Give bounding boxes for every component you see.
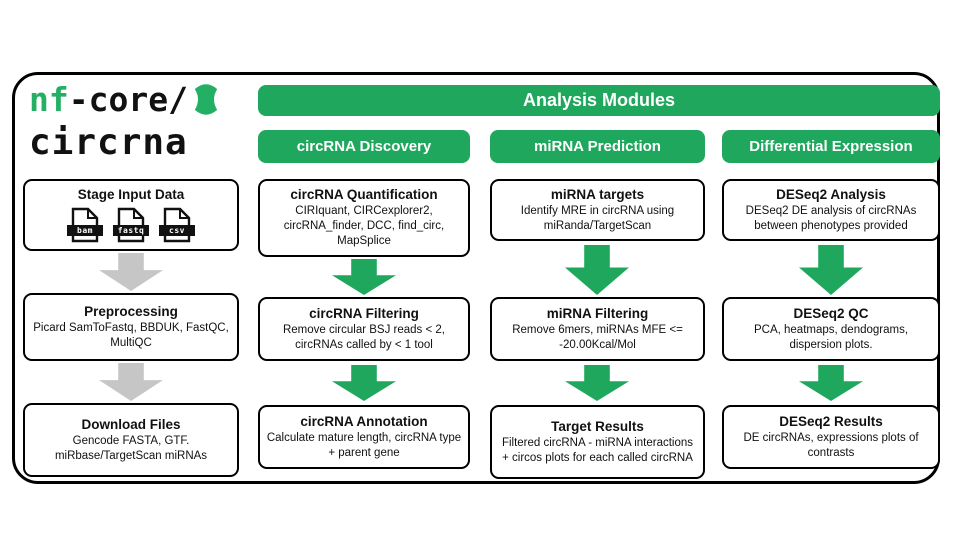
box-body: PCA, heatmaps, dendograms, dispersion pl… xyxy=(753,323,909,351)
flow-arrow xyxy=(99,253,163,291)
box-title: Target Results xyxy=(551,418,644,434)
column-header-mirna-prediction: miRNA Prediction xyxy=(490,130,705,163)
logo-circrna: circrna xyxy=(29,122,188,163)
mirna-targets-box: miRNA targets Identify MRE in circRNA us… xyxy=(490,179,705,241)
column-header-circrna-discovery: circRNA Discovery xyxy=(258,130,470,163)
input-file-icons: bam fastq csv xyxy=(31,207,231,243)
flow-arrow xyxy=(332,365,396,401)
download-files-title: Download Files xyxy=(81,416,181,432)
nf-core-logo: nf-core/ circrna xyxy=(29,83,222,161)
apple-core-icon xyxy=(190,81,222,123)
preprocessing-body: Picard SamToFastq, BBDUK, FastQC, MultiQ… xyxy=(33,321,229,349)
box-body: DESeq2 DE analysis of circRNAs between p… xyxy=(745,204,917,232)
fastq-file-icon: fastq xyxy=(113,207,149,243)
circrna-quantification-box: circRNA Quantification CIRIquant, CIRCex… xyxy=(258,179,470,257)
box-title: DESeq2 Analysis xyxy=(776,186,886,202)
bam-file-label: bam xyxy=(67,225,103,236)
box-body: Filtered circRNA - miRNA interactions + … xyxy=(501,436,694,464)
column-header-differential-expression: Differential Expression xyxy=(722,130,940,163)
box-body: CIRIquant, CIRCexplorer2, circRNA_finder… xyxy=(283,205,445,247)
mirna-filtering-box: miRNA Filtering Remove 6mers, miRNAs MFE… xyxy=(490,297,705,361)
box-title: circRNA Quantification xyxy=(290,187,438,203)
flow-arrow xyxy=(565,365,629,401)
fastq-file-label: fastq xyxy=(113,225,149,236)
analysis-modules-header: Analysis Modules xyxy=(258,85,940,116)
bam-file-icon: bam xyxy=(67,207,103,243)
box-title: DESeq2 Results xyxy=(779,413,883,429)
circrna-annotation-box: circRNA Annotation Calculate mature leng… xyxy=(258,405,470,469)
logo-line-1: nf-core/ xyxy=(29,83,222,123)
flow-arrow xyxy=(565,245,629,295)
box-body: DE circRNAs, expressions plots of contra… xyxy=(743,431,919,459)
pipeline-diagram: nf-core/ circrna Stage Input Data bam xyxy=(12,72,940,484)
box-title: circRNA Annotation xyxy=(300,413,428,429)
deseq2-results-box: DESeq2 Results DE circRNAs, expressions … xyxy=(722,405,940,469)
box-title: circRNA Filtering xyxy=(309,305,419,321)
circrna-filtering-box: circRNA Filtering Remove circular BSJ re… xyxy=(258,297,470,361)
stage-input-title: Stage Input Data xyxy=(77,187,185,202)
box-body: Identify MRE in circRNA using miRanda/Ta… xyxy=(520,204,675,232)
csv-file-icon: csv xyxy=(159,207,195,243)
preprocessing-box: Preprocessing Picard SamToFastq, BBDUK, … xyxy=(23,293,239,361)
csv-file-label: csv xyxy=(159,225,195,236)
flow-arrow xyxy=(799,365,863,401)
box-title: miRNA Filtering xyxy=(546,305,649,321)
logo-core: -core/ xyxy=(68,80,188,119)
download-files-box: Download Files Gencode FASTA, GTF. miRba… xyxy=(23,403,239,477)
deseq2-qc-box: DESeq2 QC PCA, heatmaps, dendograms, dis… xyxy=(722,297,940,361)
box-body: Remove circular BSJ reads < 2, circRNAs … xyxy=(282,323,446,351)
download-files-body: Gencode FASTA, GTF. miRbase/TargetScan m… xyxy=(54,434,208,462)
flow-arrow xyxy=(332,259,396,295)
box-title: miRNA targets xyxy=(550,186,645,202)
deseq2-analysis-box: DESeq2 Analysis DESeq2 DE analysis of ci… xyxy=(722,179,940,241)
flow-arrow xyxy=(99,363,163,401)
logo-nf: nf xyxy=(29,80,69,119)
preprocessing-title: Preprocessing xyxy=(84,303,178,319)
flow-arrow xyxy=(799,245,863,295)
box-body: Calculate mature length, circRNA type + … xyxy=(266,431,462,459)
stage-input-data-box: Stage Input Data bam fastq xyxy=(23,179,239,251)
box-title: DESeq2 QC xyxy=(793,305,869,321)
box-body: Remove 6mers, miRNAs MFE <= -20.00Kcal/M… xyxy=(512,323,683,351)
target-results-box: Target Results Filtered circRNA - miRNA … xyxy=(490,405,705,479)
